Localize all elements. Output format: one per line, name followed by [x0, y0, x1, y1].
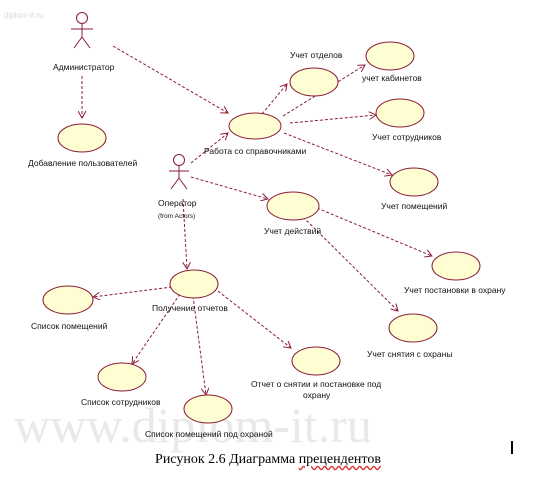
label-list-employees: Список сотрудников [81, 397, 161, 407]
edge-operator-reports [182, 198, 187, 269]
label-remove-guard: Учет снятия с охраны [367, 349, 452, 359]
label-admin: Администратор [53, 62, 115, 72]
actor-operator [169, 154, 189, 190]
edge-directories-employees [289, 115, 376, 124]
figure-caption: Рисунок 2.6 Диаграмма прецендентов [0, 452, 536, 468]
usecase-cabinets [365, 41, 415, 71]
caption-prefix: Рисунок 2.6 Диаграмма [155, 452, 299, 467]
edge-admin-directories [112, 45, 228, 113]
usecase-put-guard [431, 251, 481, 281]
label-directories: Работа со справочниками [204, 146, 306, 156]
edge-directories-departments [261, 84, 287, 115]
usecase-departments [289, 67, 339, 97]
edge-operator-directories [190, 133, 228, 164]
label-reports: Получение отчетов [152, 303, 228, 313]
usecase-employees [375, 98, 425, 128]
label-cabinets: учет кабинетов [362, 73, 422, 83]
label-report-guard-1: Отчет о снятии и постановке под [251, 379, 381, 389]
label-departments: Учет отделов [290, 50, 343, 60]
edge-reports-report-guard [213, 287, 291, 348]
text-cursor [511, 441, 513, 454]
label-employees: Учет сотрудников [372, 132, 442, 142]
label-add-users: Добавление пользователей [28, 158, 137, 168]
usecase-report-guard [291, 346, 341, 376]
usecase-remove-guard [388, 313, 438, 343]
label-put-guard: Учет постановки в охрану [404, 285, 506, 295]
label-operator: Оператор [158, 198, 197, 208]
edge-reports-list-rooms [93, 286, 173, 297]
edge-actions-put-guard [316, 207, 432, 256]
watermark-top: diplom-it.ru [4, 11, 44, 20]
usecase-add-users [57, 123, 107, 153]
usecase-rooms [389, 167, 439, 197]
edge-directories-cabinets [282, 65, 365, 117]
usecase-directories [228, 112, 282, 140]
label-operator-note: (from Actors) [158, 213, 195, 220]
label-list-guarded: Список помещений под охраной [145, 429, 273, 439]
usecase-list-guarded [183, 394, 233, 424]
caption-word: прецендентов [298, 452, 381, 467]
edge-operator-actions [190, 176, 268, 199]
label-rooms: Учет помещений [381, 201, 447, 211]
edge-actions-remove-guard [302, 216, 398, 311]
edge-directories-rooms [283, 132, 392, 175]
usecase-list-employees [97, 362, 147, 392]
edge-reports-list-guarded [192, 295, 206, 395]
label-list-rooms: Список помещений [31, 321, 108, 331]
label-actions: Учет действий [264, 226, 321, 236]
usecase-reports [169, 269, 219, 299]
label-report-guard-2: охрану [303, 390, 331, 400]
usecase-list-rooms [42, 285, 94, 315]
actor-admin [71, 12, 93, 49]
edge-reports-list-employees [132, 293, 181, 364]
usecase-actions [266, 191, 320, 221]
